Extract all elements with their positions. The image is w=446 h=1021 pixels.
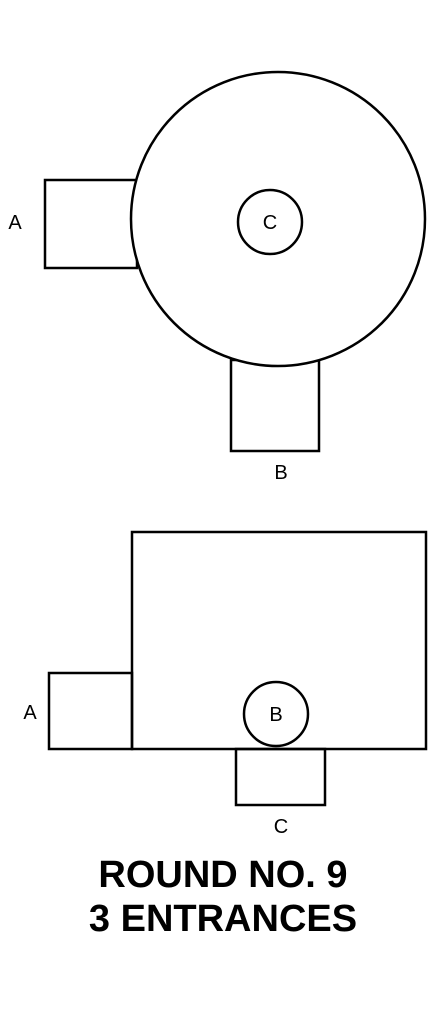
side-entrance-c-box	[234, 747, 327, 807]
caption-subtitle: 3 ENTRANCES	[88, 898, 358, 940]
side-view	[47, 530, 428, 807]
top-view	[43, 70, 427, 453]
side-label-c: C	[274, 816, 288, 838]
top-label-b: B	[274, 462, 287, 484]
side-entrance-b-circle	[242, 680, 310, 748]
side-label-b: B	[269, 704, 282, 726]
caption-title: ROUND NO. 9	[98, 854, 348, 896]
top-label-c: C	[263, 212, 277, 234]
top-label-a: A	[8, 212, 22, 234]
side-label-a: A	[23, 702, 37, 724]
side-entrance-a-box	[47, 671, 134, 751]
top-round-body	[129, 70, 427, 368]
top-entrance-a-box	[43, 178, 139, 270]
top-entrance-c-circle	[236, 188, 304, 256]
top-entrance-b-box	[229, 358, 321, 453]
